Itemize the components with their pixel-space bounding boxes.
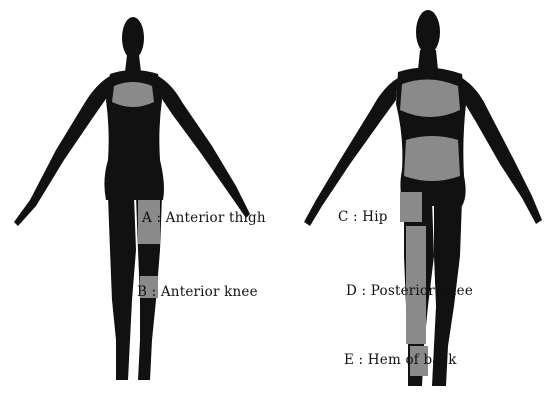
- front-neck: [125, 55, 141, 72]
- hip-highlight: [400, 192, 422, 222]
- back-waist-highlight: [404, 136, 460, 181]
- front-left-leg: [108, 196, 136, 380]
- label-anterior-thigh: A : Anterior thigh: [142, 210, 266, 226]
- label-posterior-knee: D : Posterior knee: [346, 283, 473, 299]
- label-hem-of-back: E : Hem of back: [344, 352, 457, 368]
- front-left-arm: [14, 76, 110, 226]
- back-head: [416, 10, 440, 54]
- back-left-arm: [304, 78, 398, 226]
- front-head: [122, 17, 144, 59]
- back-neck: [418, 50, 438, 70]
- label-hip: C : Hip: [338, 209, 388, 225]
- front-right-arm: [158, 76, 250, 218]
- front-chest-highlight: [112, 82, 154, 107]
- back-right-arm: [462, 78, 542, 224]
- back-shoulder-highlight: [400, 79, 460, 117]
- back-figure: [304, 10, 542, 386]
- front-figure: [14, 17, 250, 380]
- label-anterior-knee: B : Anterior knee: [137, 284, 258, 300]
